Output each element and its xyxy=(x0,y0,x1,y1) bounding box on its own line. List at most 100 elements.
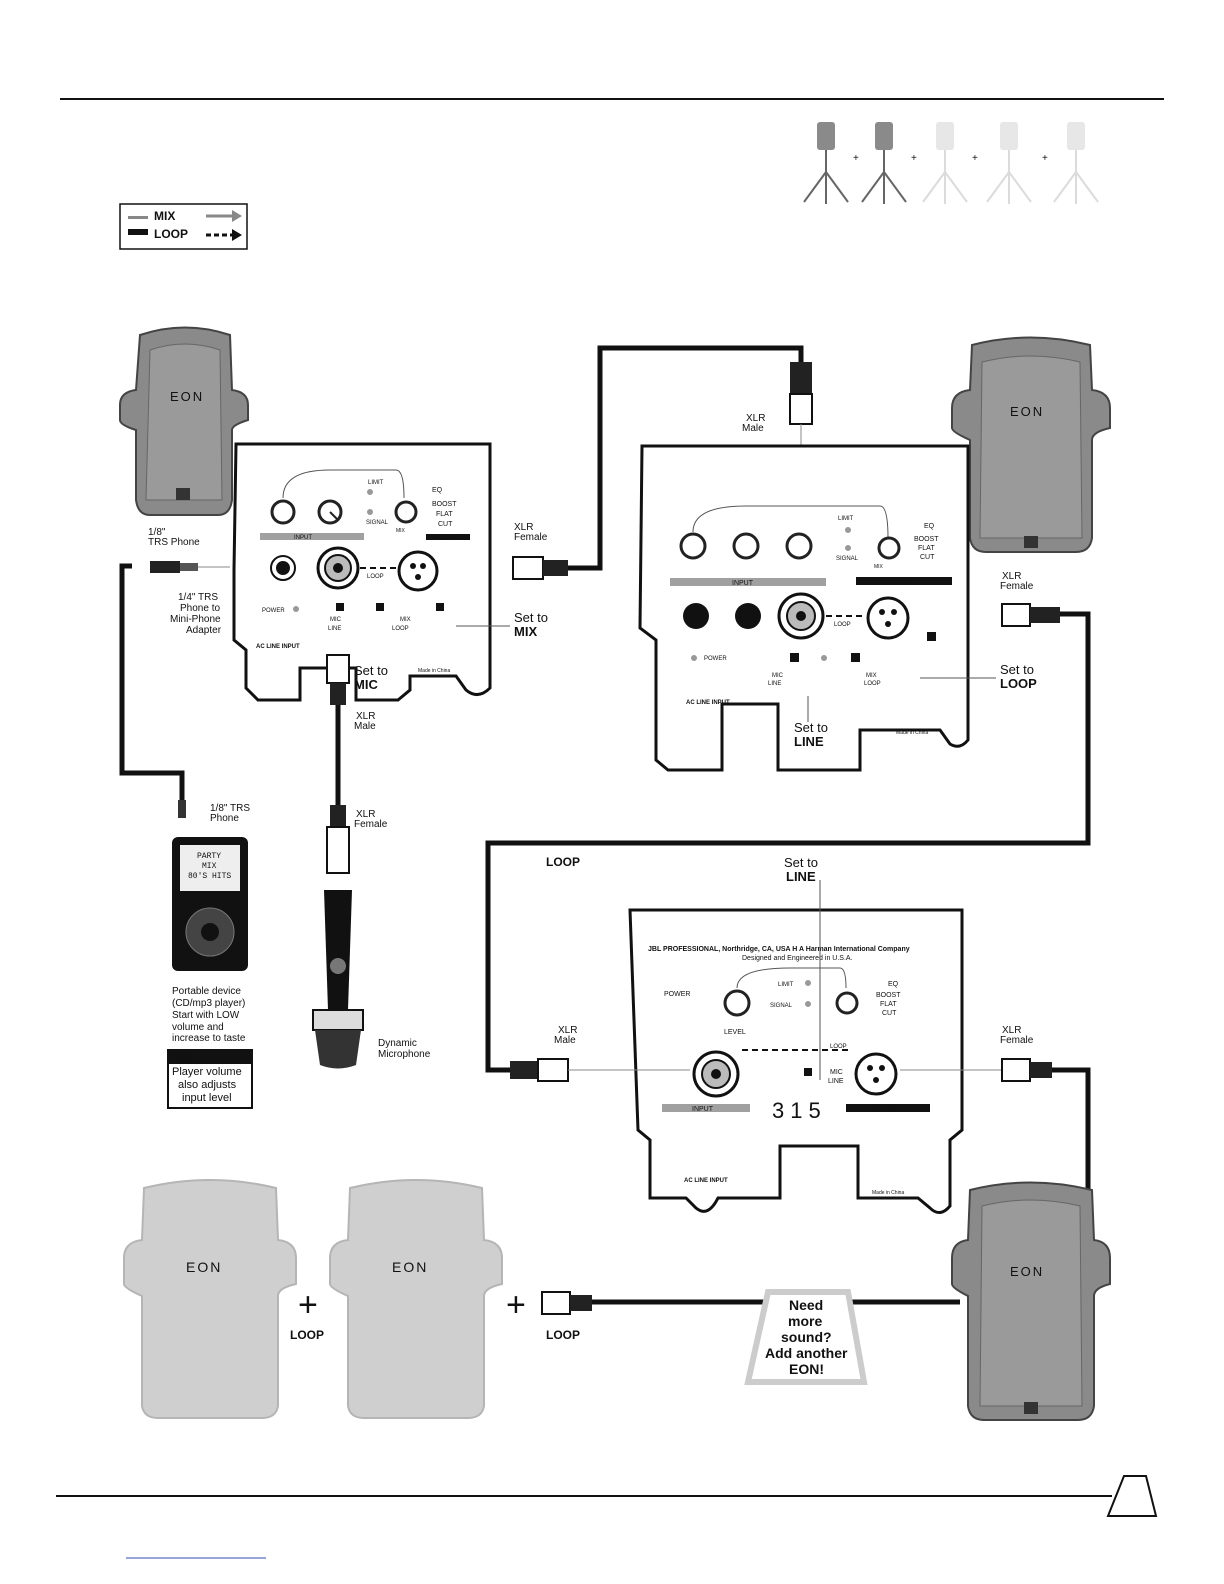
panel3-output-label: OUTPUT xyxy=(868,1106,898,1113)
xlr-plug-out xyxy=(512,556,568,580)
panel2-eq-label: EQ xyxy=(924,523,935,530)
tripod-speaker-icon xyxy=(922,122,968,204)
panel2-made-in: Made in China xyxy=(896,730,928,736)
panel2-mix-label: MIX xyxy=(874,564,884,570)
trs-bottom-label-2: Phone xyxy=(210,813,239,824)
trs-top-label-1: 1/8" xyxy=(148,527,166,538)
note-body-3: input level xyxy=(182,1092,232,1104)
speaker-brand: EON xyxy=(170,389,204,404)
xlr-female-2-label-1: XLR xyxy=(1002,571,1021,582)
set-to-mic-label-1: Set to xyxy=(354,663,388,678)
set-to-line-top-label-2: LINE xyxy=(786,869,816,884)
xlr-male-mid-label-2: Male xyxy=(354,721,376,732)
xlr-plug-panel3-in xyxy=(510,1058,690,1082)
set-to-line-mid-label-1: Set to xyxy=(794,720,828,735)
xlr-plug-mic-in xyxy=(326,654,350,705)
panel2-power-label: POWER xyxy=(704,656,727,662)
set-to-mic-label-2: MIC xyxy=(354,677,378,692)
panel1-eq-cut: CUT xyxy=(438,521,453,528)
portable-device-label-4: volume and xyxy=(172,1022,224,1033)
panel3-signal-label: SIGNAL xyxy=(770,1003,793,1009)
plus-icon: + xyxy=(506,1286,526,1324)
speaker-brand: EON xyxy=(1010,404,1044,419)
speaker-4: EON xyxy=(951,1181,1111,1421)
need-more-1: Need xyxy=(789,1297,823,1313)
tripod-speaker-icon xyxy=(803,122,849,204)
panel3-ac-input: AC LINE INPUT xyxy=(684,1178,728,1184)
xlr-plug-panel3-out xyxy=(900,1058,1052,1082)
panel2-input-label: INPUT xyxy=(732,580,754,587)
tripod-speaker-icons: + + + + xyxy=(803,122,1099,204)
panel1-eq-boost: BOOST xyxy=(432,501,457,508)
speaker-ghost-2: EON xyxy=(329,1179,503,1419)
panel1-mix-switch-label: MIX xyxy=(400,617,411,623)
panel1-output-label: OUTPUT xyxy=(432,535,453,541)
panel2-eq-cut: CUT xyxy=(920,554,935,561)
tripod-speaker-icon xyxy=(1053,122,1099,204)
panel1-signal-label: SIGNAL xyxy=(366,520,389,526)
trs-plug-adapter xyxy=(150,561,230,573)
need-more-4: Add another xyxy=(765,1345,848,1361)
panel3-limit-label: LIMIT xyxy=(778,982,794,988)
panel3-mic-label: MIC xyxy=(830,1069,843,1076)
portable-device-label-1: Portable device xyxy=(172,986,241,997)
panel2-eq-flat: FLAT xyxy=(918,545,935,552)
speaker-2: EON xyxy=(951,336,1111,553)
trs-top-label-2: TRS Phone xyxy=(148,537,200,548)
need-more-2: more xyxy=(788,1313,822,1329)
arrow-right-icon xyxy=(232,229,242,241)
panel3-loop-label: LOOP xyxy=(830,1044,847,1050)
portable-device-label-5: increase to taste xyxy=(172,1033,246,1044)
xlr-female-mic-label-1: XLR xyxy=(356,809,375,820)
tripod-speaker-icon xyxy=(986,122,1032,204)
portable-device-label-2: (CD/mp3 player) xyxy=(172,998,245,1009)
speaker-1: EON xyxy=(119,326,249,516)
panel1-loop-switch-label: LOOP xyxy=(392,626,409,632)
panel1-mix-label: MIX xyxy=(396,528,406,534)
panel3-eq-boost: BOOST xyxy=(876,992,901,999)
dynamic-mic-label-2: Microphone xyxy=(378,1049,431,1060)
note-body-1: Player volume xyxy=(172,1066,242,1078)
speaker-ghost-1: EON xyxy=(123,1179,297,1419)
panel3-model: 315 xyxy=(772,1098,827,1123)
panel3-input-label: INPUT xyxy=(692,1106,714,1113)
panel3-subheader: Designed and Engineered in U.S.A. xyxy=(742,955,853,962)
panel2-ac-input: AC LINE INPUT xyxy=(686,700,730,706)
rear-panel-1: INPUT OUTPUT LIMIT SIGNAL EQ BOOST FLAT … xyxy=(232,442,492,702)
xlr-female-right-label-2: Female xyxy=(1000,1035,1034,1046)
player-screen-line-1: PARTY xyxy=(197,852,221,861)
panel2-line-label: LINE xyxy=(768,681,781,687)
trs-bottom-label-1: 1/8" TRS xyxy=(210,803,250,814)
loop-bottom-label-2: LOOP xyxy=(546,1328,580,1342)
set-to-line-mid-label-2: LINE xyxy=(794,734,824,749)
svg-text:+: + xyxy=(853,153,859,164)
legend-mix: MIX xyxy=(154,209,175,223)
note-body-2: also adjusts xyxy=(178,1079,237,1091)
panel3-header: JBL PROFESSIONAL, Northridge, CA, USA H … xyxy=(648,946,910,953)
panel3-eq-cut: CUT xyxy=(882,1010,897,1017)
panel3-made-in: Made in China xyxy=(872,1190,904,1196)
panel1-mic-label: MIC xyxy=(330,617,342,623)
svg-text:+: + xyxy=(972,153,978,164)
set-to-loop-label-1: Set to xyxy=(1000,662,1034,677)
dynamic-mic-label-1: Dynamic xyxy=(378,1038,417,1049)
panel1-line-label: LINE xyxy=(328,626,341,632)
rear-panel-2: INPUT OUTPUT LIMIT SIGNAL EQ BOOST FLAT … xyxy=(638,444,970,772)
panel2-mic-label: MIC xyxy=(772,673,784,679)
adapter-label-4: Adapter xyxy=(186,625,222,636)
need-more-sound-badge xyxy=(744,1289,868,1385)
panel1-ac-input: AC LINE INPUT xyxy=(256,644,300,650)
player-screen-line-3: 80'S HITS xyxy=(188,872,231,881)
panel3-level-label: LEVEL xyxy=(724,1029,746,1036)
portable-player: PARTY MIX 80'S HITS xyxy=(172,800,248,971)
speaker-brand: EON xyxy=(392,1259,428,1275)
labels: 1/8" TRS Phone 1/4" TRS Phone to Mini-Ph… xyxy=(148,413,1037,1377)
xlr-female-1-label-1: XLR xyxy=(514,522,533,533)
arrow-right-icon xyxy=(232,210,242,222)
page-tab xyxy=(1106,1475,1158,1517)
loop-bottom-label-1: LOOP xyxy=(290,1328,324,1342)
panel1-loop-label: LOOP xyxy=(367,574,384,580)
panel2-limit-label: LIMIT xyxy=(838,516,854,522)
dynamic-microphone xyxy=(312,805,364,1069)
